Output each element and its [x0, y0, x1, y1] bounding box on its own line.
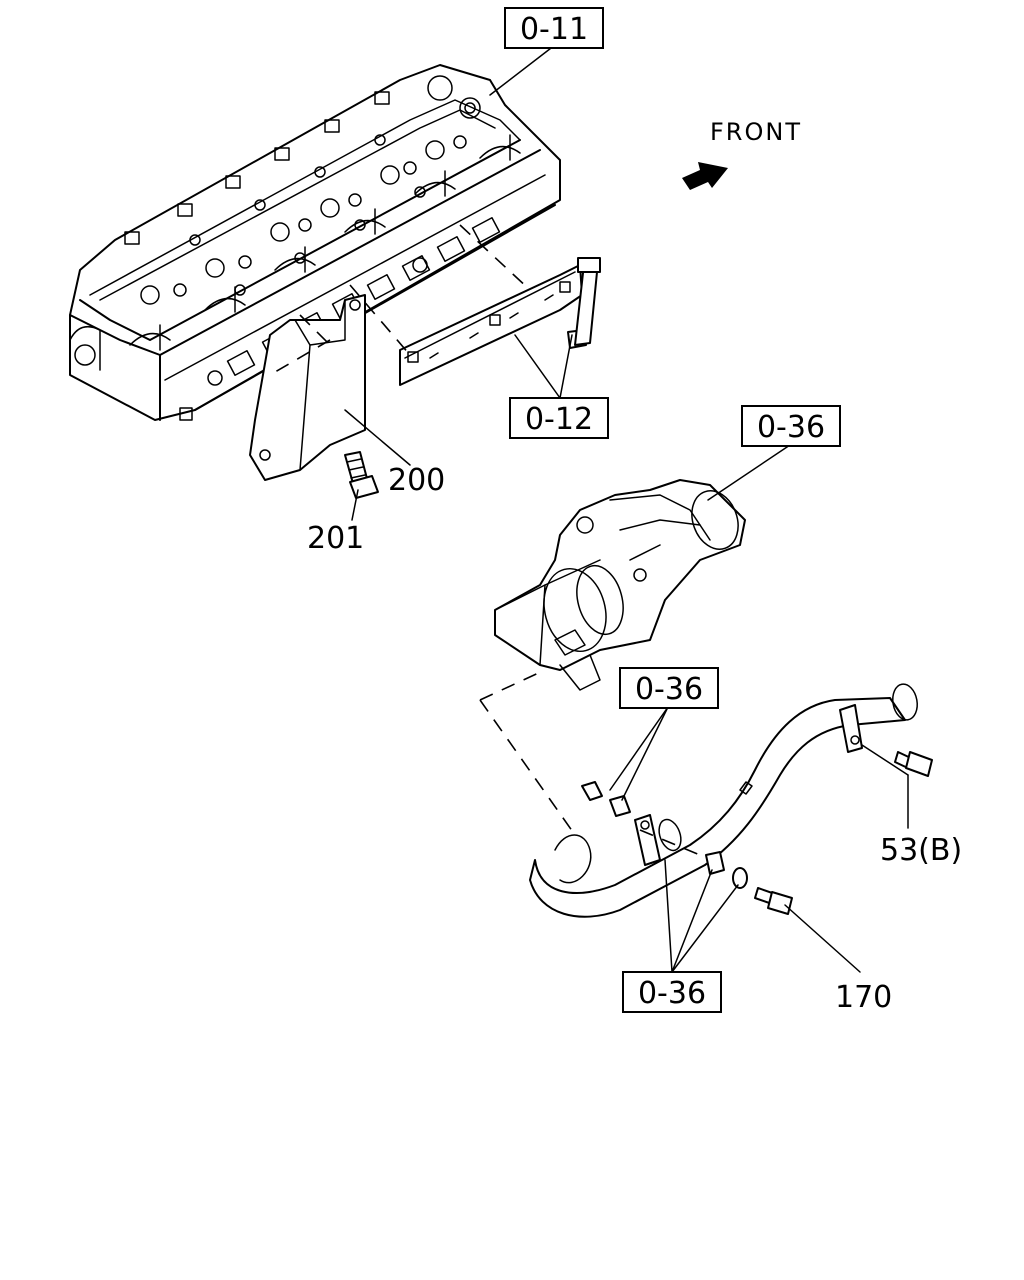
svg-text:0-11: 0-11	[520, 12, 588, 47]
ref-box-pipe-nuts[interactable]: 0-36	[619, 667, 719, 709]
part-number-heat-shield[interactable]: 200	[388, 463, 445, 498]
front-arrow: FRONT	[682, 118, 802, 190]
svg-text:0-36: 0-36	[638, 976, 706, 1011]
ref-box-manifold-gasket[interactable]: 0-12	[509, 397, 609, 439]
heat-shield	[249, 294, 366, 481]
part-number-heat-shield-bolt[interactable]: 201	[307, 521, 364, 556]
ref-box-cylinder-head[interactable]: 0-11	[504, 7, 604, 49]
turbocharger	[494, 479, 746, 691]
svg-text:0-36: 0-36	[757, 410, 825, 445]
flange-nut-a	[581, 781, 603, 801]
manifold-gasket	[399, 264, 583, 386]
svg-text:0-12: 0-12	[525, 402, 593, 437]
heat-shield-bolt	[344, 451, 379, 499]
leader-lines	[344, 44, 909, 973]
front-label: FRONT	[710, 118, 802, 146]
pipe-nut	[705, 851, 725, 875]
flange-nut-b	[609, 795, 631, 817]
svg-text:0-36: 0-36	[635, 672, 703, 707]
part-number-pipe-flange-bolt[interactable]: 170	[835, 980, 892, 1015]
pipe-bracket-bolt	[894, 751, 933, 777]
part-number-pipe-bracket-bolt[interactable]: 53(B)	[880, 833, 962, 868]
pipe-washer	[732, 867, 748, 889]
cylinder-head	[69, 64, 561, 421]
pipe-flange-bolt	[754, 887, 793, 915]
exhaust-pipe	[529, 683, 918, 918]
ref-box-turbocharger[interactable]: 0-36	[741, 405, 841, 447]
ref-box-pipe-fasteners[interactable]: 0-36	[622, 971, 722, 1013]
